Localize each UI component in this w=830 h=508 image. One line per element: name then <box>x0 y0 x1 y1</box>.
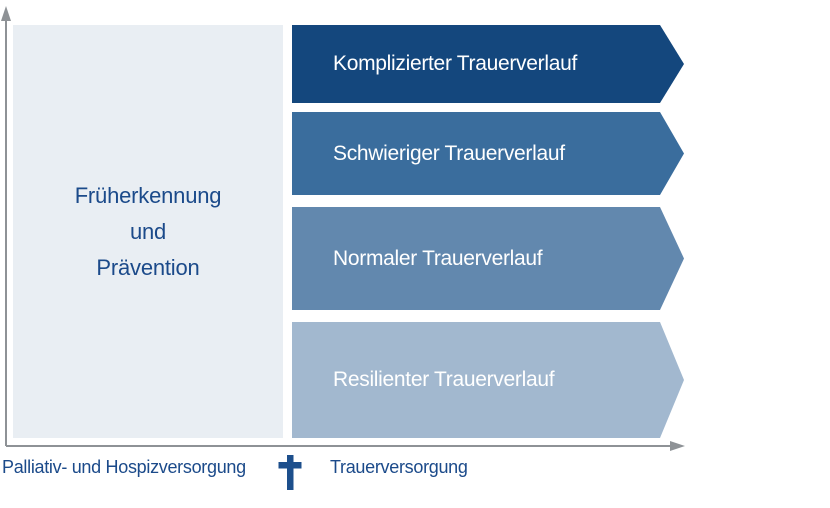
arrow-resilient-grief: Resilienter Trauerverlauf <box>292 322 684 438</box>
x-axis-label-grief-care: Trauerversorgung <box>330 457 468 477</box>
arrow-complicated-grief: Komplizierter Trauerverlauf <box>292 25 684 103</box>
cross-icon <box>276 453 304 493</box>
arrow-difficult-grief: Schwieriger Trauerverlauf <box>292 112 684 195</box>
arrow-label: Resilienter Trauerverlauf <box>333 368 555 391</box>
arrow-label: Normaler Trauerverlauf <box>333 246 543 270</box>
cross-vertical-bar <box>287 455 294 490</box>
x-axis-label-palliative-care: Palliativ- und Hospizversorgung <box>2 457 246 477</box>
cross-horizontal-bar <box>278 462 302 469</box>
x-axis <box>6 441 685 451</box>
arrow-label: Schwieriger Trauerverlauf <box>333 141 565 165</box>
arrow-label: Komplizierter Trauerverlauf <box>333 52 577 75</box>
y-axis-arrowhead-icon <box>1 6 11 21</box>
x-axis-arrowhead-icon <box>670 441 685 451</box>
y-axis <box>1 6 11 446</box>
prevention-box: Früherkennung und Prävention <box>13 25 283 438</box>
arrow-normal-grief: Normaler Trauerverlauf <box>292 207 684 310</box>
prevention-box-label: Früherkennung und Prävention <box>74 182 222 280</box>
